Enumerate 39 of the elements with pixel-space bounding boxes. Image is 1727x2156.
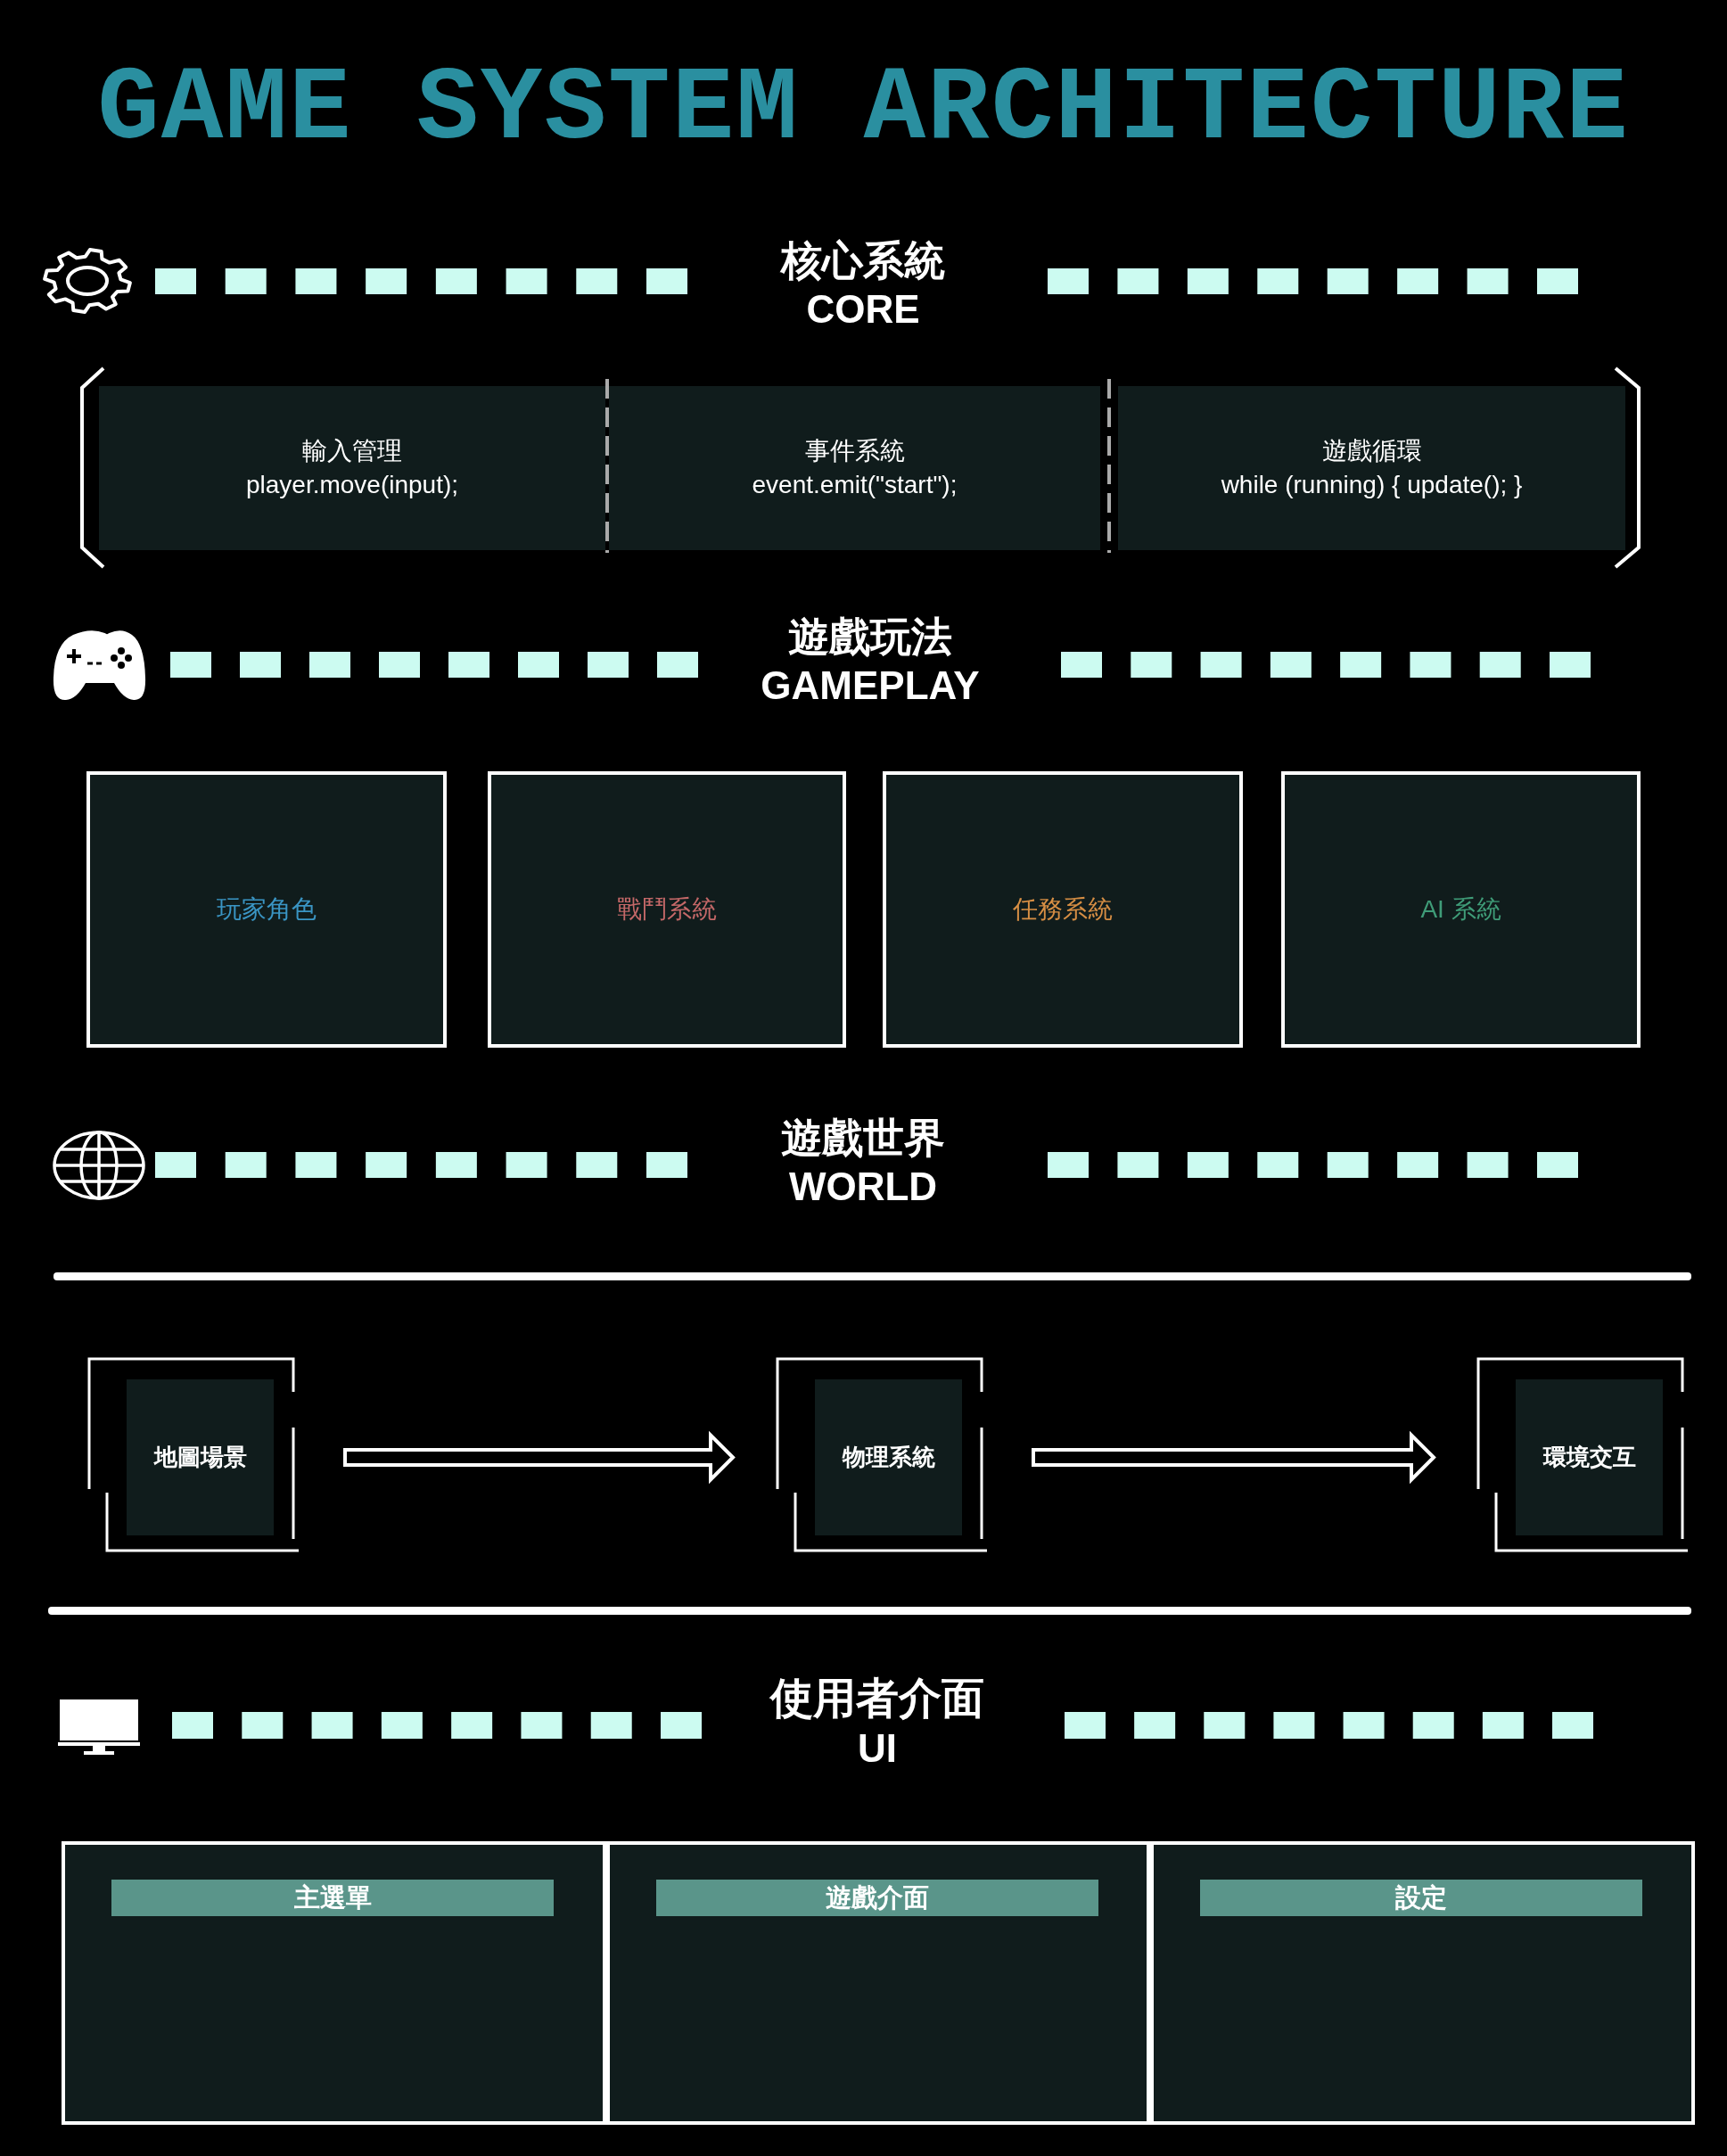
panel-header: 遊戲介面 xyxy=(656,1880,1098,1916)
pixel-title: GAME SYSTEM ARCHITECTURE xyxy=(96,52,1631,168)
module-name: 事件系統 xyxy=(804,436,905,466)
section-heading: CORE xyxy=(806,287,920,332)
system-card xyxy=(488,771,846,1048)
module-panel xyxy=(1118,386,1625,550)
module-panel xyxy=(609,386,1100,550)
section-heading: 核心系統 xyxy=(781,237,945,284)
module-name: 輸入管理 xyxy=(302,436,402,466)
world-box xyxy=(815,1379,962,1535)
ui-panel xyxy=(62,1841,606,2125)
panel-header: 主選單 xyxy=(111,1880,554,1916)
world-box xyxy=(127,1379,274,1535)
code-snippet: while (running) { update(); } xyxy=(1221,470,1523,500)
module-panel xyxy=(99,386,605,550)
world-name: 物理系統 xyxy=(842,1443,935,1472)
section-heading: 使用者介面 xyxy=(770,1675,984,1723)
world-name: 環境交互 xyxy=(1542,1443,1636,1472)
panel-header: 設定 xyxy=(1200,1880,1642,1916)
system-card xyxy=(1281,771,1641,1048)
system-name: AI 系統 xyxy=(1420,894,1501,925)
section-heading: 遊戲世界 xyxy=(781,1115,945,1161)
section-heading: UI xyxy=(858,1726,897,1771)
section-heading: GAMEPLAY xyxy=(761,663,980,708)
section-heading: 遊戲玩法 xyxy=(788,613,952,660)
section-heading: WORLD xyxy=(788,1164,938,1209)
module-name: 遊戲循環 xyxy=(1321,436,1422,466)
system-name: 任務系統 xyxy=(1013,894,1113,925)
world-box xyxy=(1516,1379,1663,1535)
block-arrow xyxy=(343,1430,736,1485)
block-arrow xyxy=(1032,1430,1436,1485)
ui-panel xyxy=(1150,1841,1695,2125)
system-name: 玩家角色 xyxy=(217,894,317,925)
system-name: 戰鬥系統 xyxy=(617,894,717,925)
world-name: 地圖場景 xyxy=(153,1443,247,1472)
code-snippet: event.emit("start"); xyxy=(752,470,958,500)
system-card xyxy=(86,771,447,1048)
system-card xyxy=(883,771,1243,1048)
code-snippet: player.move(input); xyxy=(245,470,459,500)
